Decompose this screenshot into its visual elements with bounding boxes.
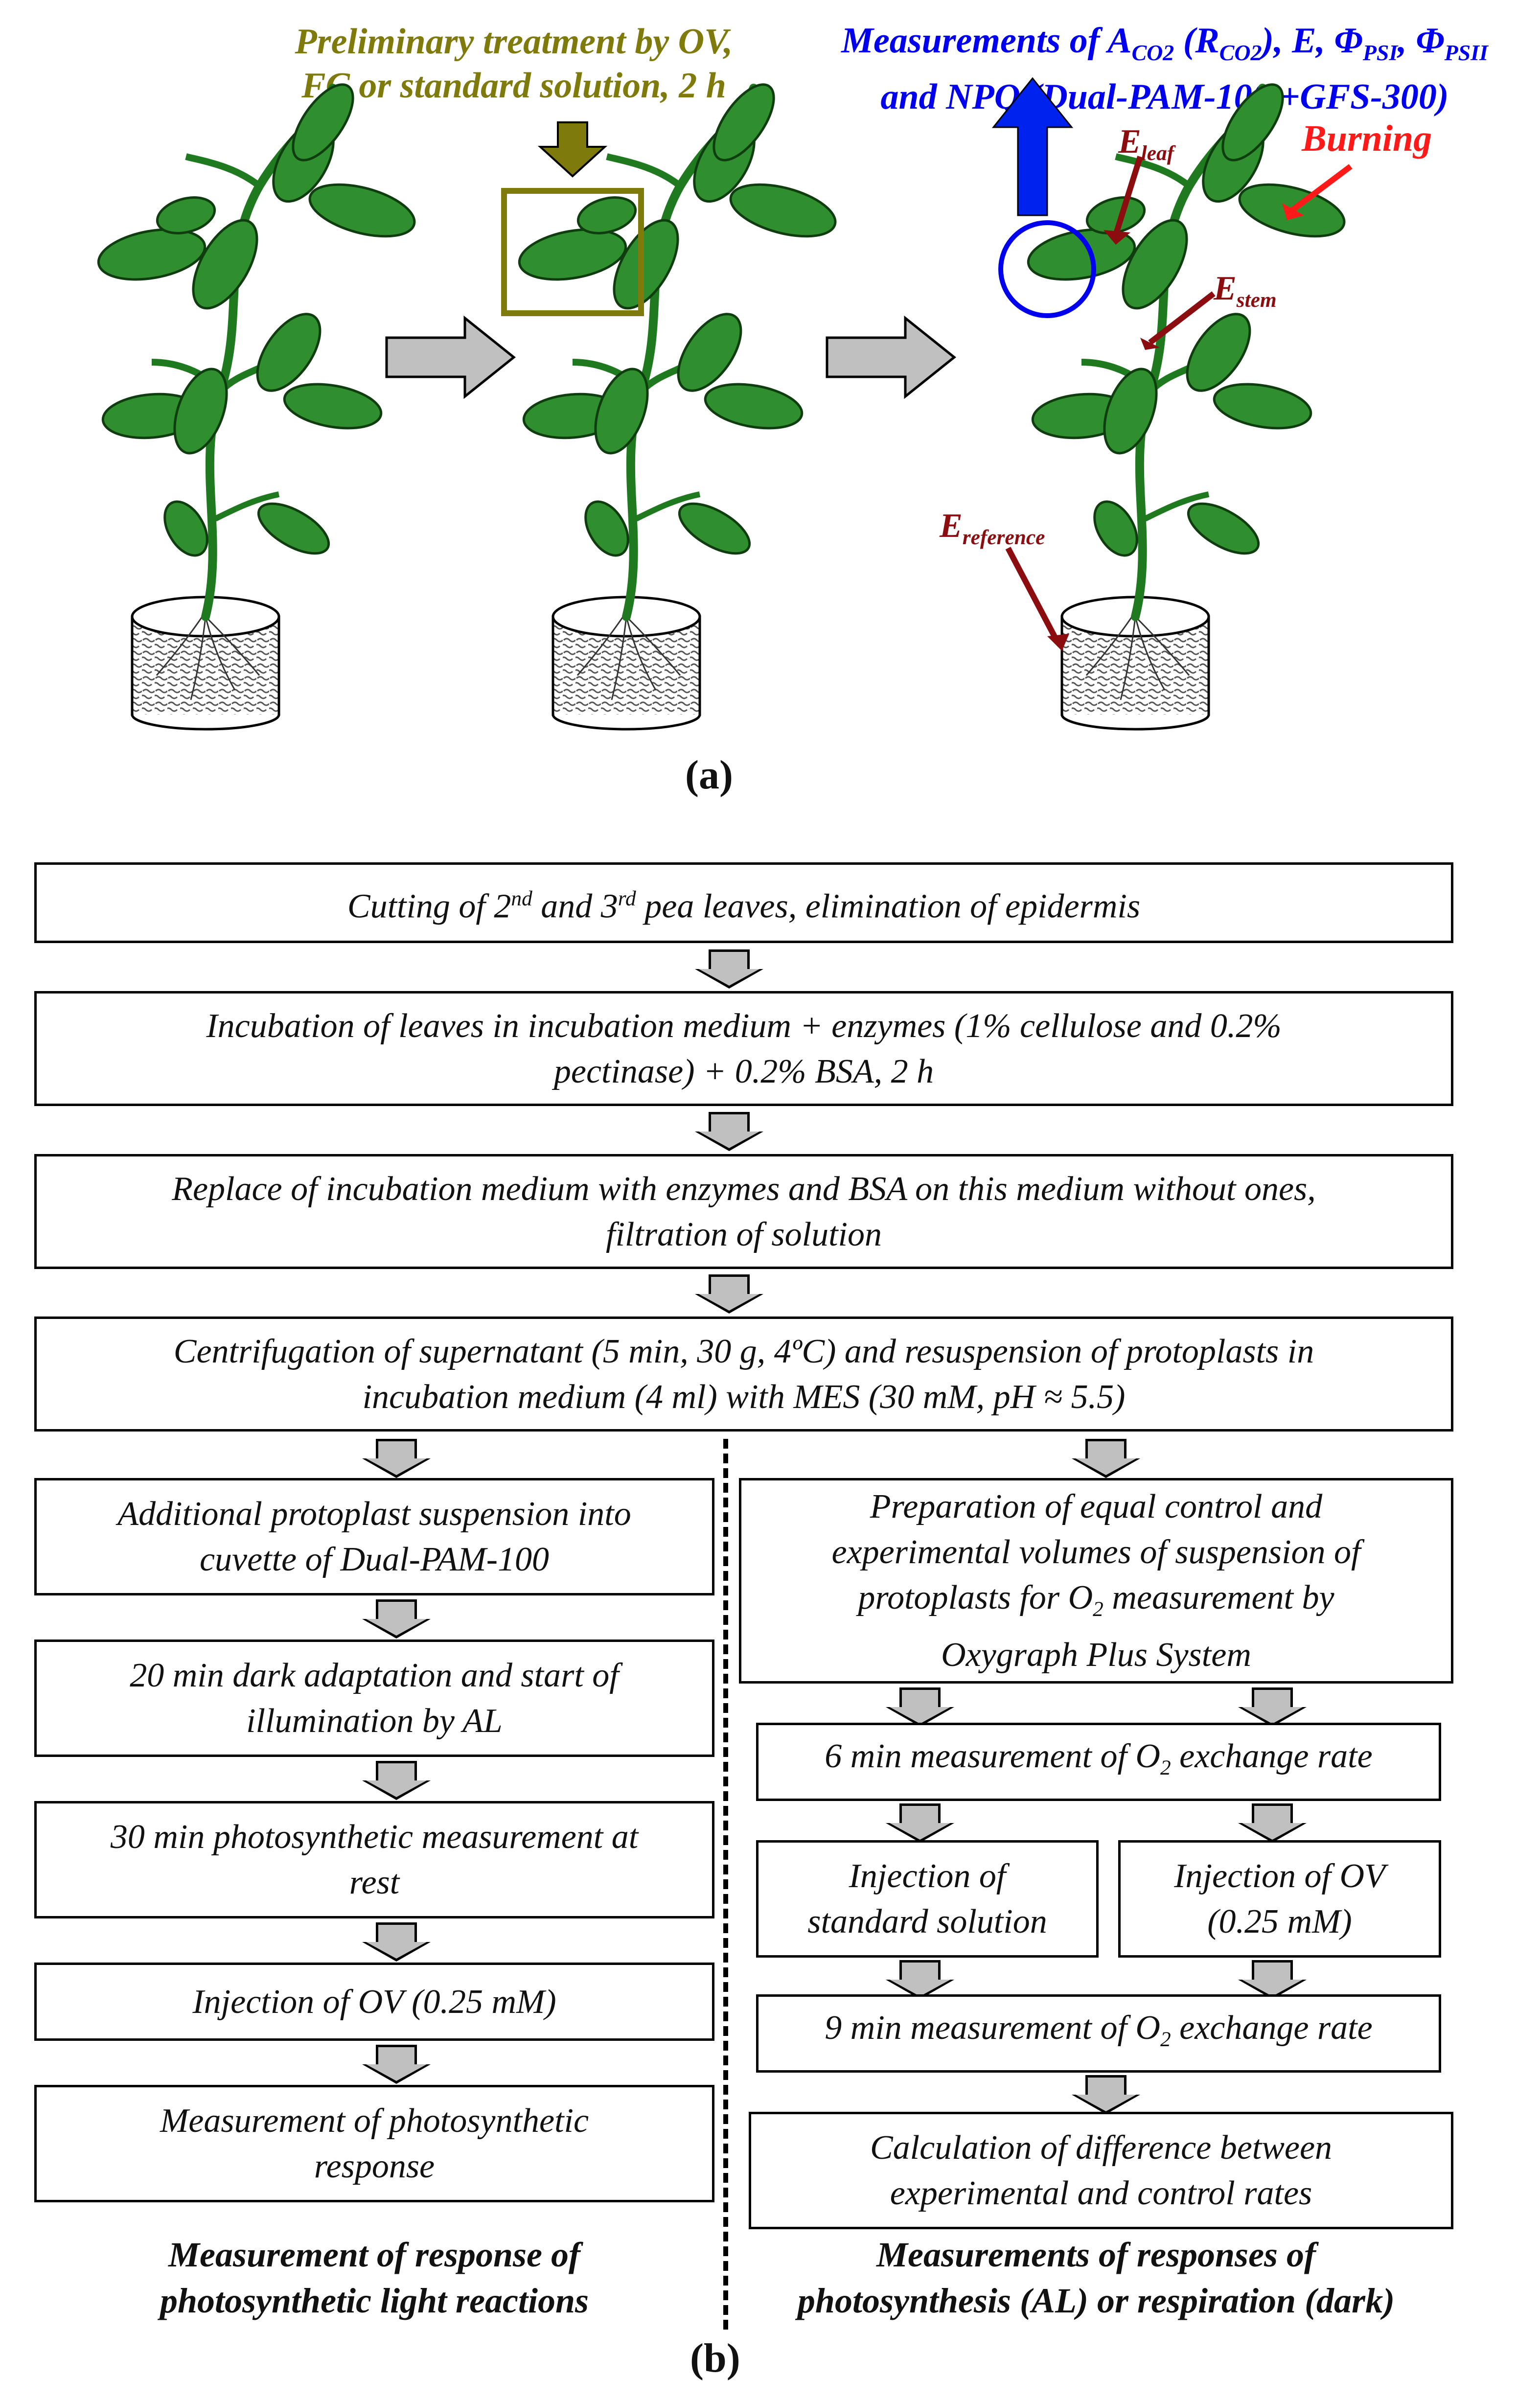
step-cutting: Cutting of 2nd and 3rd pea leaves, elimi… — [34, 862, 1453, 943]
arrow-down — [886, 1803, 954, 1843]
process-arrow-1 — [387, 318, 514, 396]
e-leaf-main: E — [1118, 123, 1141, 161]
arrow-down — [362, 1761, 431, 1800]
plant-1 — [94, 75, 420, 729]
blue-up-arrow — [991, 77, 1074, 216]
pretreatment-line-1: Preliminary treatment by OV, — [295, 22, 733, 62]
arrow-down — [362, 1599, 431, 1639]
arrow-down — [695, 949, 763, 989]
e-ref-arrow — [1005, 547, 1060, 643]
panel-a-label: (a) — [685, 752, 733, 798]
arrow-down — [695, 1112, 763, 1151]
arrow-down — [362, 2045, 431, 2084]
left-step-injection: Injection of OV (0.25 mM) — [34, 1963, 714, 2041]
right-step-nine-min: 9 min measurement of O2 exchange rate — [756, 1994, 1441, 2073]
arrow-down — [886, 1960, 954, 1999]
arrow-down — [886, 1687, 954, 1727]
measurements-line-2: and NPQ (Dual-PAM-100 +GFS-300) — [880, 76, 1449, 117]
plant-3 — [1024, 75, 1350, 729]
step-centrifugation-text: Centrifugation of supernatant (5 min, 30… — [173, 1332, 1314, 1416]
left-step-injection-text: Injection of OV (0.25 mM) — [192, 1983, 556, 2021]
right-step-six-min-text: 6 min measurement of O2 exchange rate — [825, 1737, 1373, 1779]
right-step-nine-min-text: 9 min measurement of O2 exchange rate — [825, 2009, 1373, 2051]
caption-left: Measurement of response of photosyntheti… — [34, 2232, 714, 2324]
arrow-down — [1238, 1960, 1307, 1999]
right-step-injection-ov: Injection of OV(0.25 mM) — [1118, 1840, 1441, 1958]
plant-illustrations — [0, 0, 1540, 763]
arrow-down — [1072, 1439, 1140, 1478]
e-reference-label: Ereference — [940, 507, 1045, 550]
olive-down-arrow — [537, 121, 608, 178]
caption-left-line-1: Measurement of response of — [168, 2235, 580, 2274]
arrow-down — [1238, 1803, 1307, 1843]
measurements-line-1: Measurements of ACO2 (RCO2), E, ΦPSI, ΦP… — [841, 21, 1488, 65]
caption-right-line-1: Measurements of responses of — [876, 2235, 1316, 2274]
treated-leaf-frame — [501, 188, 644, 316]
e-stem-sub: stem — [1236, 288, 1277, 312]
measured-leaf-circle — [998, 220, 1096, 318]
caption-right-line-2: photosynthesis (AL) or respiration (dark… — [797, 2281, 1395, 2320]
arrow-down — [695, 1274, 763, 1314]
step-replace: Replace of incubation medium with enzyme… — [34, 1154, 1453, 1269]
arrow-down — [362, 1922, 431, 1962]
step-replace-text: Replace of incubation medium with enzyme… — [172, 1170, 1316, 1253]
e-ref-main: E — [940, 507, 963, 545]
burning-label: Burning — [1302, 118, 1432, 159]
arrow-down — [1072, 2075, 1140, 2114]
measurements-label: Measurements of ACO2 (RCO2), E, ΦPSI, ΦP… — [798, 19, 1532, 119]
caption-left-line-2: photosynthetic light reactions — [160, 2281, 589, 2320]
panel-b-label: (b) — [690, 2335, 740, 2381]
pretreatment-line-2: FC or standard solution, 2 h — [301, 66, 726, 106]
right-step-injection-ov-text: Injection of OV(0.25 mM) — [1174, 1857, 1385, 1940]
e-stem-main: E — [1214, 270, 1237, 307]
arrow-down — [1238, 1687, 1307, 1727]
burning-arrow — [1290, 164, 1353, 213]
right-step-six-min: 6 min measurement of O2 exchange rate — [756, 1723, 1441, 1801]
step-incubation: Incubation of leaves in incubation mediu… — [34, 991, 1453, 1106]
e-leaf-label: Eleaf — [1118, 122, 1174, 165]
process-arrow-2 — [827, 318, 954, 396]
step-centrifugation: Centrifugation of supernatant (5 min, 30… — [34, 1316, 1453, 1432]
dashed-divider — [723, 1439, 728, 2330]
step-cutting-text: Cutting of 2nd and 3rd pea leaves, elimi… — [347, 887, 1141, 925]
e-leaf-arrow — [1113, 156, 1143, 236]
plant-2 — [515, 75, 841, 729]
e-ref-sub: reference — [962, 526, 1045, 549]
e-stem-arrow — [1148, 291, 1216, 345]
pretreatment-label: Preliminary treatment by OV, FC or stand… — [254, 20, 773, 108]
arrow-down — [362, 1439, 431, 1478]
step-incubation-text: Incubation of leaves in incubation mediu… — [206, 1007, 1282, 1090]
caption-right: Measurements of responses of photosynthe… — [739, 2232, 1453, 2324]
e-leaf-sub: leaf — [1141, 141, 1174, 165]
e-stem-label: Estem — [1214, 269, 1277, 312]
